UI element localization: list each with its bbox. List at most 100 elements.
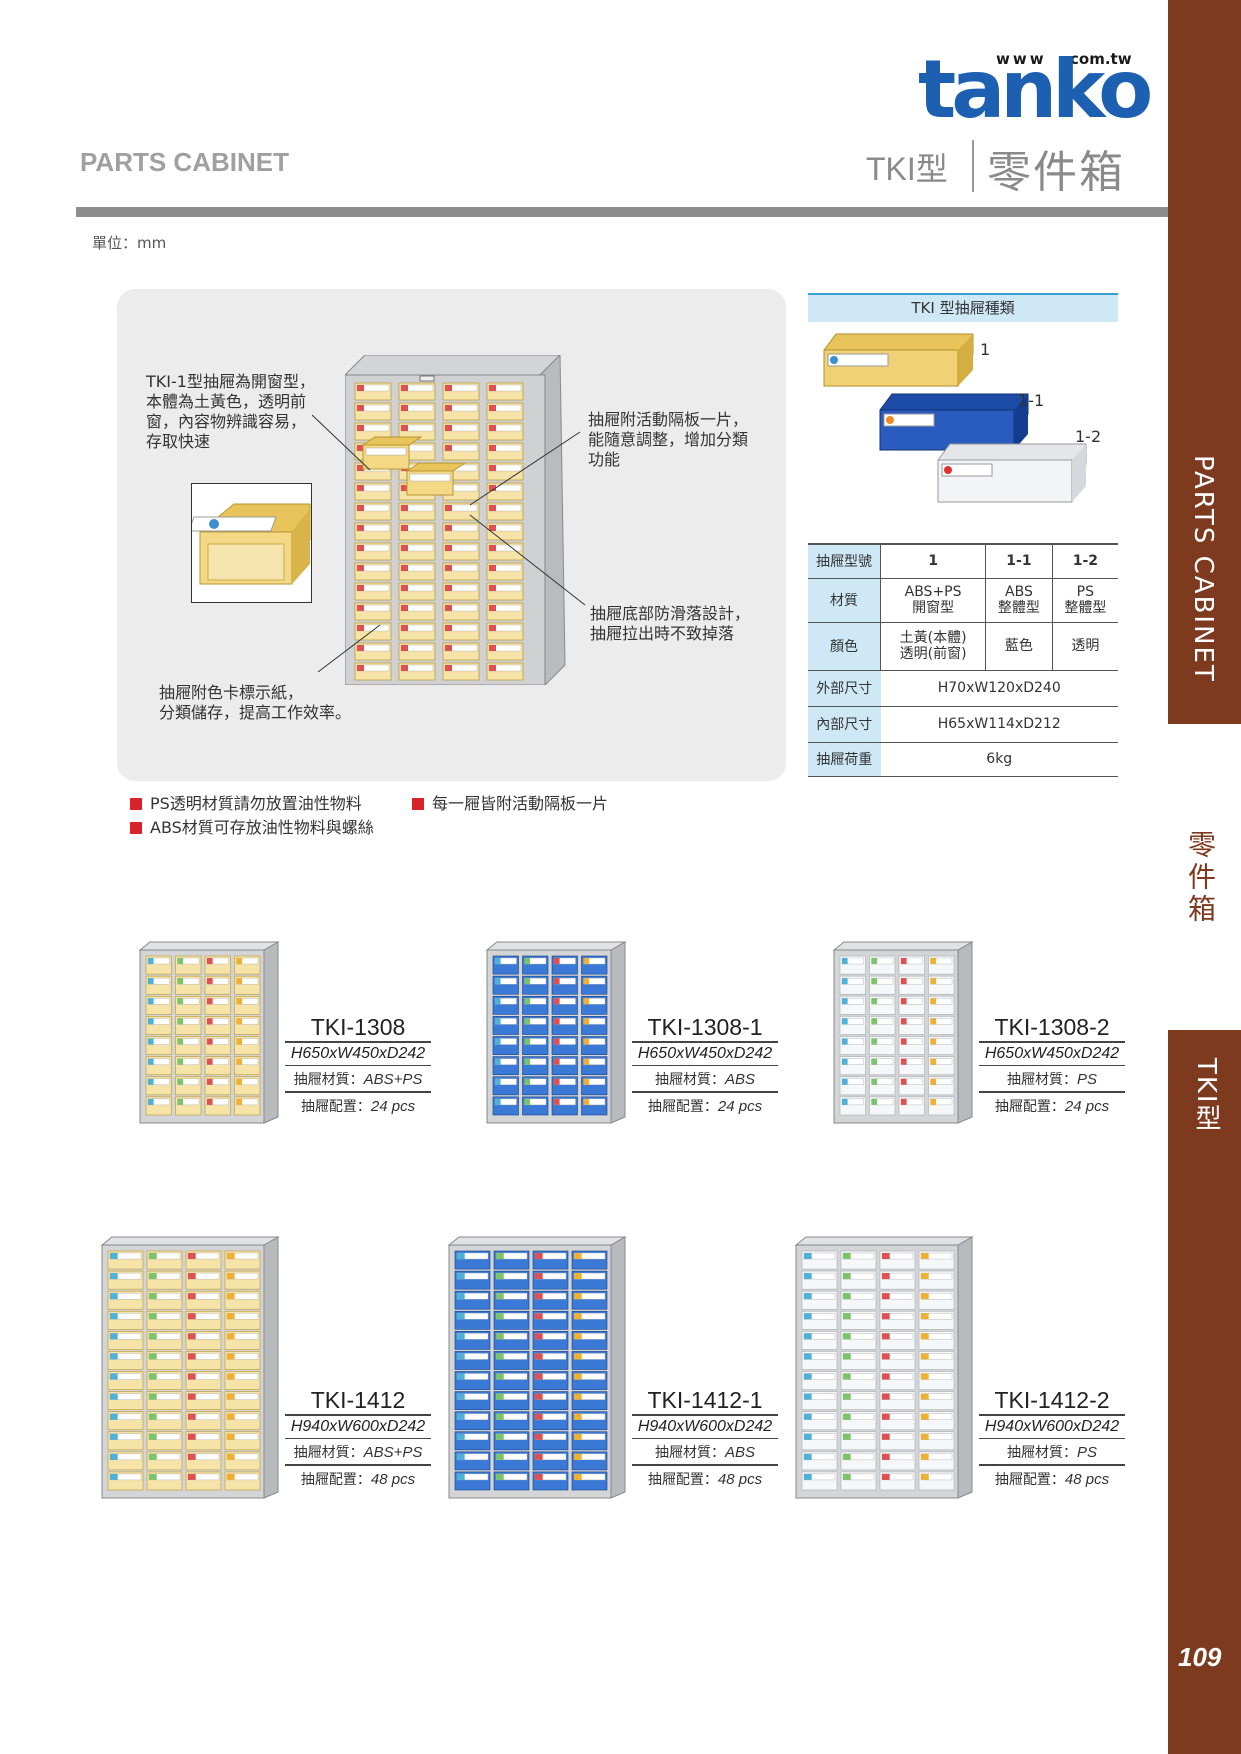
- spec-value: ABS+PS: [363, 1444, 423, 1461]
- drawer-color-tag: [401, 525, 408, 531]
- drawer-color-tag: [110, 1473, 118, 1480]
- drawer-color-tag: [489, 665, 496, 671]
- product-info-tki-1308-2: TKI-1308-2 H650xW450xD242 抽屜材質：PS 抽屜配置：2…: [979, 1014, 1125, 1116]
- drawer-color-tag: [148, 1098, 154, 1105]
- divider: [979, 1041, 1125, 1043]
- drawer-color-tag: [177, 1018, 184, 1025]
- drawer-color-tag: [489, 465, 496, 471]
- divider: [979, 1437, 1125, 1439]
- drawer-color-tag: [843, 1393, 851, 1400]
- drawer-color-tag: [401, 565, 408, 571]
- cabinet-top: [100, 1236, 280, 1246]
- drawer-color-tag: [882, 1413, 890, 1420]
- divider: [632, 1437, 778, 1439]
- drawer-color-tag: [188, 1453, 196, 1460]
- drawer-color-tag: [804, 1393, 812, 1400]
- page-number: 109: [1178, 1642, 1222, 1672]
- drawer-color-tag: [148, 1078, 154, 1085]
- drawer-color-tag: [921, 1413, 929, 1420]
- drawer-color-tag: [496, 1353, 504, 1360]
- product-config: 抽屜配置：48 pcs: [979, 1469, 1125, 1489]
- table-row: 抽屜型號 1 1-1 1-2: [808, 543, 1118, 579]
- divider: [285, 1464, 431, 1466]
- drawer-color-tag: [554, 1058, 560, 1065]
- product-material: 抽屜材質：ABS+PS: [285, 1069, 431, 1089]
- drawer-color-tag: [445, 545, 452, 551]
- product-model: TKI-1308: [310, 1014, 406, 1040]
- drawer-color-tag: [149, 1273, 157, 1280]
- drawer-color-tag: [445, 425, 452, 431]
- drawer-color-tag: [882, 1433, 890, 1440]
- cabinet-top: [485, 941, 627, 951]
- drawer-color-tag: [871, 1038, 878, 1045]
- drawer-color-tag: [496, 1373, 504, 1380]
- drawer-color-tag: [574, 1373, 582, 1380]
- drawer-color-tag: [149, 1373, 157, 1380]
- divider: [979, 1414, 1125, 1416]
- drawer-color-tag: [574, 1313, 582, 1320]
- cabinet-top: [832, 941, 974, 951]
- drawer-color-tag: [445, 525, 452, 531]
- drawer-color-tag: [110, 1373, 118, 1380]
- drawer-color-tag: [110, 1433, 118, 1440]
- drawer-color-tag: [535, 1313, 543, 1320]
- drawer-color-tag: [457, 1333, 465, 1340]
- drawer-color-tag: [227, 1353, 235, 1360]
- divider: [285, 1041, 431, 1043]
- drawer-color-tag: [188, 1273, 196, 1280]
- drawer-color-tag: [357, 605, 364, 611]
- drawer-color-tag: [495, 1078, 501, 1085]
- callout-line: 窗，內容物辨識容易，: [146, 412, 307, 431]
- drawer-color-tag: [401, 505, 408, 511]
- drawer-color-tag: [882, 1313, 890, 1320]
- drawer-color-tag: [535, 1413, 543, 1420]
- drawer-color-tag: [489, 645, 496, 651]
- drawer-color-tag: [524, 978, 531, 985]
- table-row: 顏色 土黃(本體)透明(前窗) 藍色 透明: [808, 622, 1118, 671]
- drawer-color-tag: [148, 1018, 154, 1025]
- drawer-color-tag: [901, 1098, 907, 1105]
- divider: [979, 1064, 1125, 1066]
- cell-line: 土黃(本體): [899, 630, 967, 646]
- divider: [632, 1464, 778, 1466]
- drawer-color-tag: [357, 625, 364, 631]
- drawer-color-tag: [148, 958, 154, 965]
- drawer-color-tag: [535, 1333, 543, 1340]
- side-tab-tki: TKI型 109: [1168, 1030, 1241, 1754]
- drawer-color-tag: [110, 1293, 118, 1300]
- drawer-color-tag: [457, 1433, 465, 1440]
- drawer-color-tag: [236, 978, 243, 985]
- drawer-color-tag: [401, 405, 408, 411]
- drawer-color-tag: [524, 958, 531, 965]
- drawer-color-tag: [177, 1058, 184, 1065]
- drawer-color-tag: [882, 1333, 890, 1340]
- drawer-color-tag: [495, 978, 501, 985]
- drawer-color-tag: [357, 545, 364, 551]
- drawer-color-tag: [535, 1273, 543, 1280]
- drawer-color-tag: [842, 1038, 848, 1045]
- callout-line: 存取快速: [146, 432, 211, 451]
- drawer-color-tag: [401, 425, 408, 431]
- cell-line: 整體型: [997, 600, 1040, 616]
- drawer-color-tag: [535, 1433, 543, 1440]
- drawer-color-tag: [177, 1038, 184, 1045]
- drawer-color-tag: [842, 958, 848, 965]
- drawer-color-tag: [921, 1273, 929, 1280]
- drawer-color-tag: [495, 1058, 501, 1065]
- drawer-closeup-icon: [188, 503, 311, 585]
- cell-model-1: 1: [879, 543, 986, 579]
- drawer-color-tag: [401, 645, 408, 651]
- callout-color-card: 抽屜附色卡標示紙， 分類儲存，提高工作效率。: [159, 683, 351, 723]
- logo-www: www: [996, 50, 1047, 68]
- drawer-color-tag: [149, 1453, 157, 1460]
- product-dimensions: H650xW450xD242: [637, 1044, 773, 1062]
- drawer-color-tag: [188, 1253, 196, 1260]
- drawer-yellow-icon: [823, 333, 974, 387]
- drawer-color-tag: [149, 1393, 157, 1400]
- header-left-title: PARTS CABINET: [80, 147, 289, 177]
- note-text: ABS材質可存放油性物料與螺絲: [150, 818, 374, 837]
- drawer-types-drawing: [823, 333, 1087, 503]
- drawer-color-tag: [110, 1393, 118, 1400]
- drawer-color-tag: [535, 1473, 543, 1480]
